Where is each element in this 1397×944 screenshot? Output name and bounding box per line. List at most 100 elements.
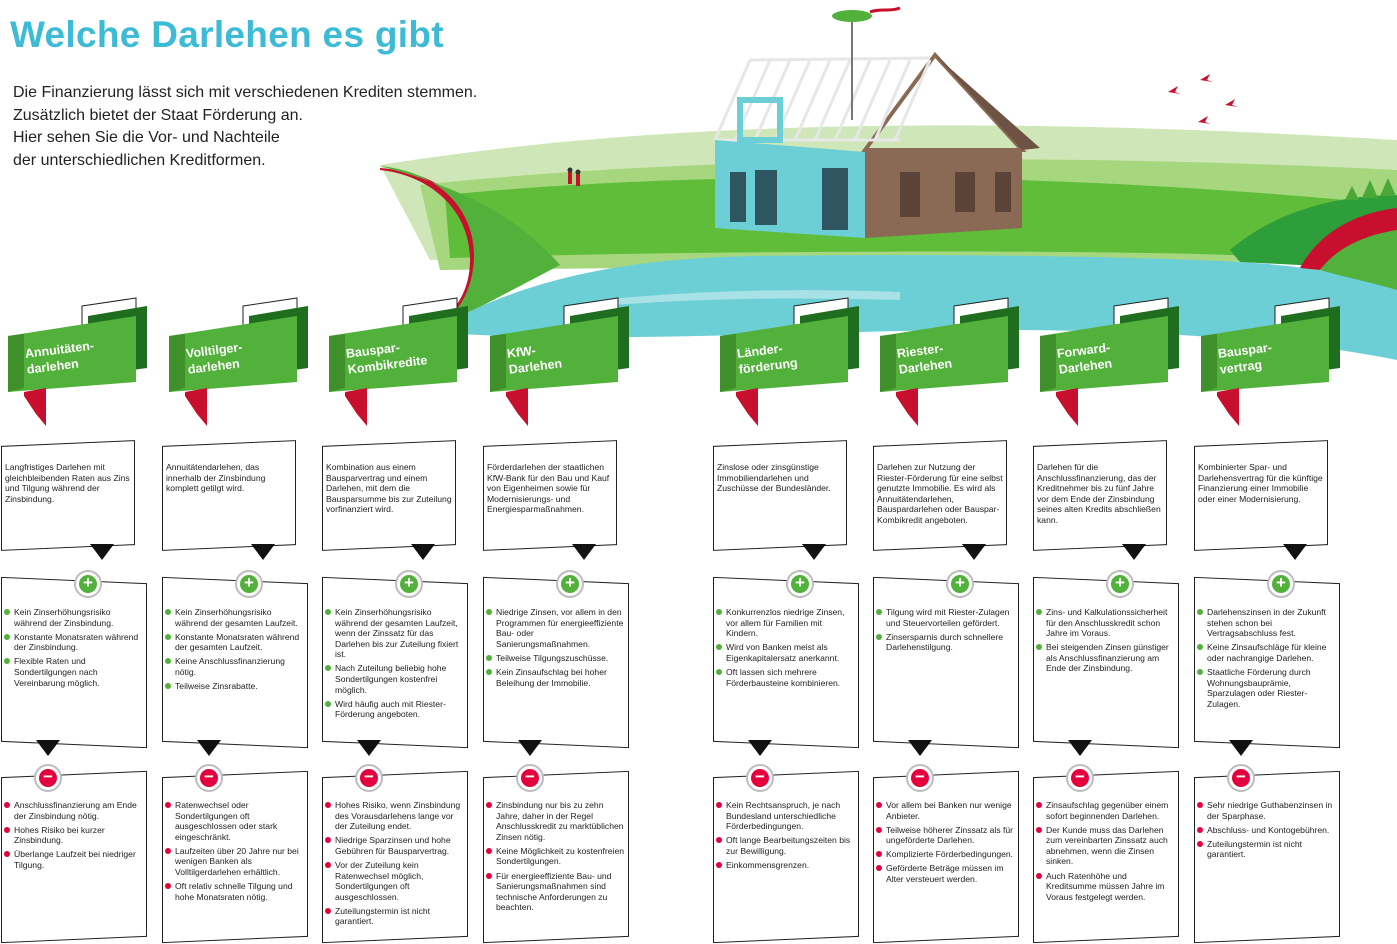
- minus-icon: −: [1066, 764, 1094, 792]
- con-text: Einkommensgrenzen.: [726, 859, 810, 870]
- con-item: Auch Ratenhöhe und Kreditsumme müssen Ja…: [1036, 871, 1176, 903]
- pros-list: Darlehenszinsen in der Zukunft stehen sc…: [1197, 607, 1337, 713]
- bullet-dot-icon: [165, 883, 171, 890]
- bullet-dot-icon: [716, 668, 722, 675]
- minus-icon: −: [355, 764, 383, 792]
- pro-text: Zins- und Kalkulationssicherheit für den…: [1046, 607, 1168, 639]
- pro-text: Kein Zinsaufschlag bei hoher Beleihung d…: [496, 666, 607, 688]
- bullet-dot-icon: [876, 633, 882, 640]
- pro-item: Niedrige Zinsen, vor allem in den Progra…: [486, 607, 626, 649]
- con-text: Keine Möglichkeit zu kostenfreien Sonder…: [496, 845, 625, 867]
- plus-icon: +: [786, 570, 814, 598]
- bullet-dot-icon: [165, 633, 171, 640]
- pro-item: Konstante Monatsraten während der Zinsbi…: [4, 632, 144, 653]
- pro-text: Konstante Monatsraten während der Zinsbi…: [14, 631, 139, 653]
- pros-list: Zins- und Kalkulationssicherheit für den…: [1036, 607, 1176, 678]
- bullet-dot-icon: [486, 802, 492, 808]
- pro-text: Keine Anschlussfinanzierung nötig.: [175, 656, 285, 677]
- pointer-arrow: [357, 740, 381, 756]
- pro-item: Tilgung wird mit Riester-Zulagen und Ste…: [876, 607, 1016, 628]
- con-item: Zuteilungstermin ist nicht garantiert.: [325, 906, 465, 927]
- pro-item: Zins- und Kalkulationssicherheit für den…: [1036, 607, 1176, 639]
- pro-text: Wird häufig auch mit Riester-Förderung a…: [335, 698, 446, 720]
- con-item: Für energieeffiziente Bau- und Sanierung…: [486, 871, 626, 913]
- plus-icon: +: [395, 570, 423, 598]
- pointer-arrow: [1122, 544, 1146, 560]
- pro-text: Darlehenszinsen in der Zukunft stehen sc…: [1207, 607, 1326, 639]
- bullet-dot-icon: [4, 609, 10, 615]
- pointer-arrow: [1068, 740, 1092, 756]
- con-text: Zinsbindung nur bis zu zehn Jahre, daher…: [496, 800, 624, 842]
- pro-text: Konstante Monatsraten während der gesamt…: [175, 631, 300, 653]
- pro-item: Teilweise Tilgungszuschüsse.: [486, 653, 626, 664]
- pro-item: Keine Zinsaufschläge für kleine oder nac…: [1197, 642, 1337, 663]
- pros-list: Konkurrenzlos niedrige Zinsen, vor allem…: [716, 607, 856, 692]
- pro-text: Bei steigenden Zinsen günstiger als Ansc…: [1046, 642, 1169, 674]
- loan-description: Zinslose oder zinsgünstige Immobiliendar…: [717, 462, 831, 494]
- bullet-dot-icon: [716, 609, 722, 615]
- pros-list: Kein Zinserhöhungsrisiko während der ges…: [325, 607, 465, 723]
- bullet-dot-icon: [1197, 840, 1203, 847]
- bullet-dot-icon: [486, 609, 492, 615]
- bullet-dot-icon: [1197, 644, 1203, 651]
- bullet-dot-icon: [325, 837, 331, 844]
- loan-tag-graphic: [720, 297, 859, 426]
- description-box: [713, 440, 847, 551]
- con-item: Zinsbindung nur bis zu zehn Jahre, daher…: [486, 800, 626, 842]
- con-text: Auch Ratenhöhe und Kreditsumme müssen Ja…: [1046, 870, 1165, 902]
- bullet-dot-icon: [165, 609, 171, 615]
- pros-list: Niedrige Zinsen, vor allem in den Progra…: [486, 607, 626, 692]
- minus-icon: −: [516, 764, 544, 792]
- pros-box: [873, 576, 1019, 749]
- bullet-dot-icon: [4, 658, 10, 665]
- con-text: Kein Rechtsanspruch, je nach Bundesland …: [726, 800, 841, 832]
- con-item: Geförderte Beträge müssen im Alter verst…: [876, 863, 1016, 884]
- pro-item: Nach Zuteilung beliebig hohe Sondertilgu…: [325, 663, 465, 695]
- bullet-dot-icon: [1197, 826, 1203, 833]
- pro-item: Kein Zinserhöhungsrisiko während der ges…: [165, 607, 305, 628]
- pro-item: Darlehenszinsen in der Zukunft stehen sc…: [1197, 607, 1337, 639]
- cons-list: Zinsbindung nur bis zu zehn Jahre, daher…: [486, 800, 626, 916]
- minus-icon: −: [34, 764, 62, 792]
- bullet-dot-icon: [1197, 609, 1203, 615]
- pro-text: Kein Zinserhöhungsrisiko während der ges…: [175, 607, 298, 628]
- intro-line: der unterschiedlichen Kreditformen.: [13, 151, 266, 169]
- pointer-arrow: [518, 740, 542, 756]
- con-item: Sehr niedrige Guthabenzinsen in der Spar…: [1197, 800, 1337, 821]
- bullet-dot-icon: [4, 633, 10, 640]
- con-text: Zuteilungstermin ist nicht garantiert.: [335, 905, 431, 927]
- con-text: Vor allem bei Banken nur wenige Anbieter…: [886, 800, 1012, 821]
- bullet-dot-icon: [325, 861, 331, 868]
- cons-list: Anschlussfinanzierung am Ende der Zinsbi…: [4, 800, 144, 874]
- bullet-dot-icon: [4, 802, 10, 808]
- con-item: Komplizierte Förderbedingungen.: [876, 849, 1016, 860]
- pro-item: Konkurrenzlos niedrige Zinsen, vor allem…: [716, 607, 856, 639]
- bullet-dot-icon: [325, 700, 331, 707]
- con-item: Hohes Risiko, wenn Zinsbindung des Vorau…: [325, 800, 465, 832]
- con-item: Kein Rechtsanspruch, je nach Bundesland …: [716, 800, 856, 832]
- pro-text: Kein Zinserhöhungsrisiko während der ges…: [335, 607, 459, 660]
- pro-text: Niedrige Zinsen, vor allem in den Progra…: [496, 607, 624, 649]
- bullet-dot-icon: [4, 826, 10, 833]
- loan-tag-graphic: [8, 297, 147, 426]
- bullet-dot-icon: [325, 665, 331, 672]
- intro-line: Die Finanzierung lässt sich mit verschie…: [13, 84, 478, 101]
- bullet-dot-icon: [165, 683, 171, 690]
- loan-description: Förderdarlehen der staatlichen KfW-Bank …: [487, 462, 610, 515]
- bullet-dot-icon: [716, 861, 722, 868]
- pro-text: Oft lassen sich mehrere Förderbausteine …: [726, 666, 841, 688]
- loan-tag-graphic: [490, 297, 629, 426]
- intro-line: Hier sehen Sie die Vor- und Nachteile: [13, 129, 280, 146]
- pointer-arrow: [572, 544, 596, 560]
- bullet-dot-icon: [325, 802, 331, 808]
- bullet-dot-icon: [325, 609, 331, 615]
- con-text: Geförderte Beträge müssen im Alter verst…: [886, 863, 1004, 885]
- bullet-dot-icon: [1036, 609, 1042, 615]
- bullet-dot-icon: [1197, 668, 1203, 675]
- con-text: Hohes Risiko bei kurzer Zinsbindung.: [14, 824, 105, 846]
